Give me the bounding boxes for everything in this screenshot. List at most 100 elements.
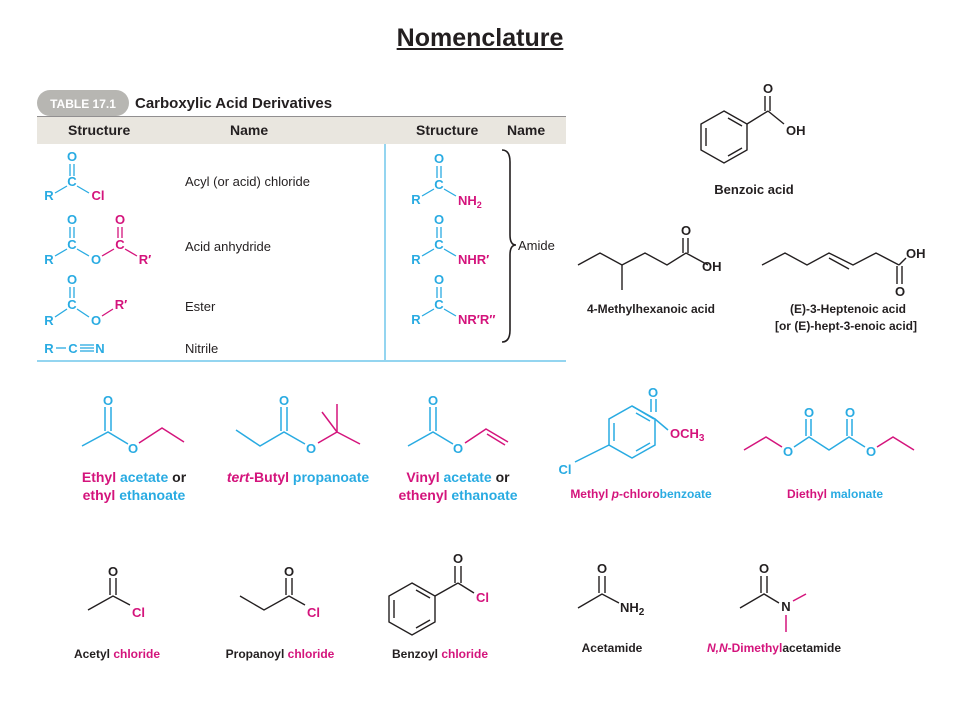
label-heptenoic-acid-line2: [or (E)-hept-3-enoic acid]	[775, 319, 917, 333]
atom-cl: Cl	[132, 605, 145, 620]
label-vinyl-acetate-line2: ethenyl ethanoate	[398, 487, 517, 503]
structure-primary-amide: O C R NH2	[411, 151, 481, 210]
label-benzoic-acid: Benzoic acid	[714, 182, 794, 197]
tert-butyl-propanoate: O O	[235, 393, 361, 456]
atom-o: O	[108, 564, 118, 579]
atom-o-ether: O	[783, 444, 793, 459]
atom-r-prime: R′	[115, 297, 128, 312]
header-structure-left: Structure	[68, 122, 130, 138]
atom-r: R	[44, 313, 54, 328]
label-acetamide: Acetamide	[582, 641, 643, 655]
name-acyl-chloride: Acyl (or acid) chloride	[185, 174, 310, 189]
atom-r: R	[411, 192, 421, 207]
label-benzoyl-chloride: Benzoyl chloride	[392, 647, 488, 661]
label-n-n-dimethylacetamide: N,N-Dimethylacetamide	[707, 641, 841, 655]
name-amide: Amide	[518, 238, 555, 253]
structure-ester: O C R O R′	[44, 272, 127, 328]
label-methyl-p-chlorobenzoate: Methyl p-chlorobenzoate	[570, 487, 712, 501]
group-nhr: NHR′	[458, 252, 489, 267]
atom-c: C	[68, 341, 78, 356]
atom-cl: Cl	[559, 462, 572, 477]
name-nitrile: Nitrile	[185, 341, 218, 356]
atom-r: R	[44, 188, 54, 203]
atom-o: O	[759, 561, 769, 576]
atom-oh: OH	[906, 246, 926, 261]
table-badge	[37, 90, 129, 116]
label-ethyl-acetate-line1: Ethyl acetate or	[82, 469, 187, 485]
atom-r: R	[411, 312, 421, 327]
label-4-methylhexanoic-acid: 4-Methylhexanoic acid	[587, 302, 715, 316]
atom-o-ether: O	[91, 313, 101, 328]
structure-secondary-amide: O C R NHR′	[411, 212, 489, 267]
table-badge-text: TABLE 17.1	[50, 97, 116, 111]
atom-o: O	[428, 393, 438, 408]
n-n-dimethylacetamide: O N	[739, 561, 807, 632]
label-diethyl-malonate: Diethyl malonate	[787, 487, 883, 501]
atom-o: O	[115, 212, 125, 227]
atom-oh: OH	[702, 259, 722, 274]
label-acetyl-chloride: Acetyl chloride	[74, 647, 160, 661]
atom-o: O	[434, 272, 444, 287]
atom-c: C	[434, 177, 444, 192]
name-acid-anhydride: Acid anhydride	[185, 239, 271, 254]
atom-o: O	[763, 81, 773, 96]
benzoyl-chloride: O Cl	[388, 551, 489, 636]
methyl-p-chlorobenzoate: Cl O OCH3	[559, 385, 705, 477]
group-nh2: NH2	[620, 600, 645, 618]
structure-nitrile: R C N	[44, 341, 104, 356]
group-och3: OCH3	[670, 426, 705, 444]
header-name-left: Name	[230, 122, 268, 138]
atom-c: C	[67, 237, 77, 252]
atom-o: O	[597, 561, 607, 576]
atom-r-prime: R′	[139, 252, 152, 267]
label-tert-butyl-propanoate: tert-Butyl propanoate	[227, 469, 370, 485]
atom-o: O	[804, 405, 814, 420]
atom-c: C	[434, 297, 444, 312]
header-structure-right: Structure	[416, 122, 478, 138]
vinyl-acetate: O O	[407, 393, 509, 456]
atom-o: O	[895, 284, 905, 299]
atom-o: O	[648, 385, 658, 400]
structure-acyl-chloride: O C R Cl	[44, 149, 104, 203]
group-nh2: NH2	[458, 193, 482, 210]
atom-c: C	[67, 297, 77, 312]
atom-o: O	[67, 272, 77, 287]
atom-c: C	[67, 174, 77, 189]
atom-cl: Cl	[476, 590, 489, 605]
name-ester: Ester	[185, 299, 216, 314]
atom-o: O	[284, 564, 294, 579]
ethyl-acetate: O O	[81, 393, 185, 456]
atom-cl: Cl	[92, 188, 105, 203]
atom-r: R	[44, 341, 54, 356]
amide-brace	[501, 149, 517, 343]
atom-c: C	[115, 237, 125, 252]
atom-o: O	[845, 405, 855, 420]
4-methylhexanoic-acid: O OH	[577, 223, 722, 290]
atom-o: O	[434, 212, 444, 227]
e-3-heptenoic-acid: OH O	[761, 246, 926, 299]
atom-o-ether: O	[306, 441, 316, 456]
atom-o-ether: O	[128, 441, 138, 456]
benzoic-acid: O OH	[700, 81, 806, 164]
diethyl-malonate: O O O O	[743, 405, 915, 459]
table-title: Carboxylic Acid Derivatives	[135, 95, 332, 112]
acetyl-chloride: O Cl	[87, 564, 145, 620]
label-ethyl-acetate-line2: ethyl ethanoate	[83, 487, 186, 503]
label-vinyl-acetate-line1: Vinyl acetate or	[406, 469, 510, 485]
group-nrr: NR′R″	[458, 312, 496, 327]
atom-n: N	[781, 599, 790, 614]
atom-c: C	[434, 237, 444, 252]
label-propanoyl-chloride: Propanoyl chloride	[226, 647, 335, 661]
structure-acid-anhydride: O C R O O C R′	[44, 212, 151, 267]
atom-o-bridge: O	[91, 252, 101, 267]
atom-r: R	[44, 252, 54, 267]
header-name-right: Name	[507, 122, 545, 138]
atom-o: O	[279, 393, 289, 408]
atom-o: O	[103, 393, 113, 408]
atom-o-ether: O	[866, 444, 876, 459]
atom-r: R	[411, 252, 421, 267]
table-header-band	[37, 117, 566, 144]
atom-cl: Cl	[307, 605, 320, 620]
atom-o: O	[681, 223, 691, 238]
